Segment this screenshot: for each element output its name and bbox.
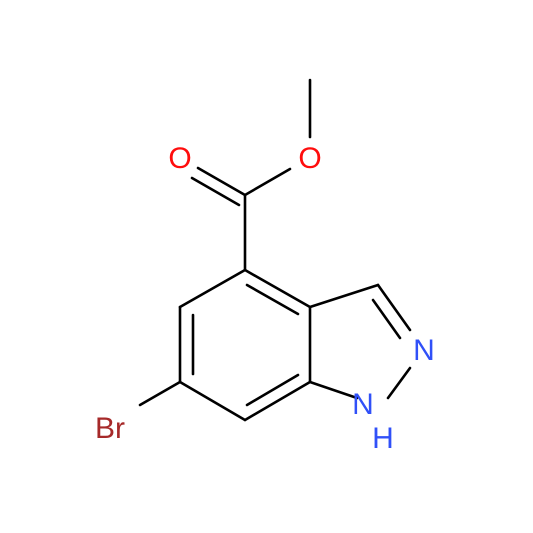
bond-n1-c7a — [308, 380, 359, 400]
bond-c6-br — [138, 380, 182, 407]
bond-c7-c7a — [243, 380, 312, 422]
bond-c3a-c3 — [308, 283, 380, 309]
atom-bromine: Br — [95, 412, 125, 445]
bond-c7-c7a-inner — [245, 373, 300, 407]
bond-c3a-c4 — [243, 268, 312, 309]
bond-c3a-c4-inner — [245, 283, 300, 316]
bond-carbonyl-1 — [196, 166, 247, 197]
bond-n2-n1 — [386, 366, 412, 400]
bond-ester-c-o — [243, 167, 292, 197]
bond-c3-n2 — [376, 283, 412, 332]
atom-nitrogen-1: N — [352, 388, 374, 421]
bond-carbonyl-2 — [190, 176, 241, 207]
atom-nitrogen-2: N — [413, 334, 435, 367]
bond-c6-c7 — [178, 380, 247, 422]
atom-oxygen-ester: O — [298, 142, 321, 175]
bond-c3-n2-inner — [371, 298, 402, 340]
atom-hydrogen-1: H — [372, 422, 394, 455]
bond-c4-c5 — [178, 268, 247, 309]
atom-oxygen-carbonyl: O — [168, 142, 191, 175]
